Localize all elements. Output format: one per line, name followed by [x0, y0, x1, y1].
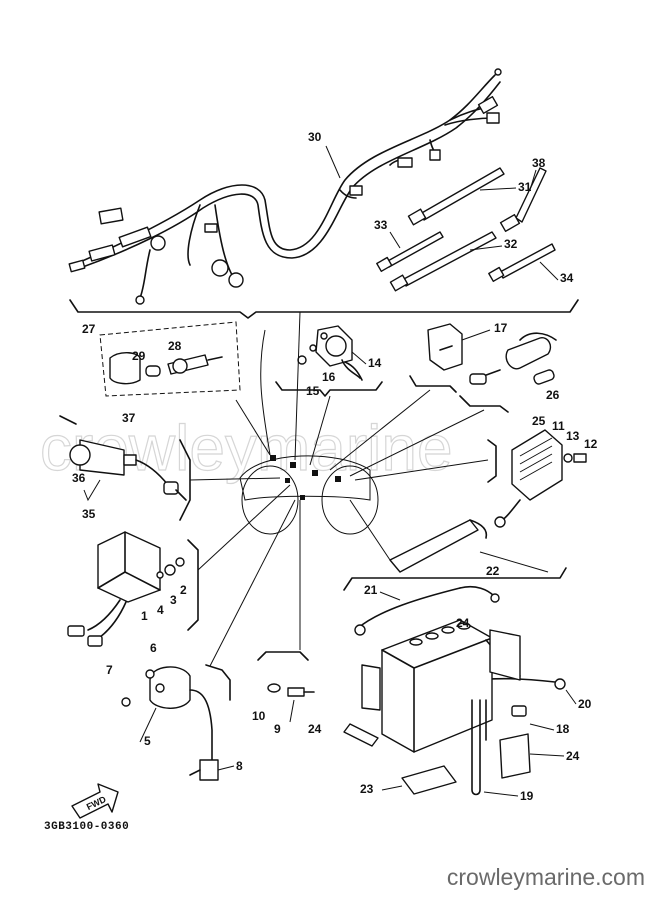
callout-27: 27 — [82, 322, 96, 336]
callout-2: 2 — [180, 583, 187, 597]
cable-ties — [376, 167, 556, 292]
callout-9: 9 — [274, 722, 281, 736]
callout-24b: 24 — [308, 722, 322, 736]
callout-19: 19 — [520, 789, 534, 803]
callout-21: 21 — [364, 583, 378, 597]
callout-34: 34 — [560, 271, 574, 285]
callout-29: 29 — [132, 349, 146, 363]
callout-labels: 1 2 3 4 5 6 7 8 9 10 11 12 13 14 15 16 1… — [72, 130, 598, 803]
callout-10: 10 — [252, 709, 266, 723]
callout-12: 12 — [584, 437, 598, 451]
callout-23: 23 — [360, 782, 374, 796]
callout-15: 15 — [306, 384, 320, 398]
callout-7: 7 — [106, 663, 113, 677]
callout-26: 26 — [546, 388, 560, 402]
callout-38: 38 — [532, 156, 546, 170]
callout-33: 33 — [374, 218, 388, 232]
callout-32: 32 — [504, 237, 518, 251]
wire-harness — [68, 68, 502, 305]
pickup-coil — [121, 664, 231, 781]
callout-24c: 24 — [566, 749, 580, 763]
starter-relay — [275, 325, 383, 397]
callout-22: 22 — [486, 564, 500, 578]
battery-bracket — [343, 519, 567, 591]
callout-17: 17 — [494, 321, 508, 335]
callout-36: 36 — [72, 471, 86, 485]
callout-16: 16 — [322, 370, 336, 384]
callout-5: 5 — [144, 734, 151, 748]
battery-cables — [354, 585, 566, 690]
callout-14: 14 — [368, 356, 382, 370]
callout-24a: 24 — [456, 616, 470, 630]
ignition-coil — [59, 415, 191, 521]
callout-30: 30 — [308, 130, 322, 144]
battery — [381, 619, 527, 796]
callout-28: 28 — [168, 339, 182, 353]
fwd-arrow: FWD — [71, 783, 119, 819]
part-code: 3GB3100-0360 — [44, 821, 130, 833]
neutral-switch — [257, 651, 315, 697]
site-link[interactable]: crowleymarine.com — [446, 864, 645, 890]
rectifier-group — [99, 321, 241, 397]
callout-20: 20 — [578, 697, 592, 711]
callout-13: 13 — [566, 429, 580, 443]
atv-silhouette — [239, 455, 379, 535]
battery-pads — [343, 629, 531, 795]
callout-11: 11 — [552, 419, 565, 433]
voltage-regulator — [487, 429, 587, 528]
callout-8: 8 — [236, 759, 243, 773]
callout-35: 35 — [82, 507, 96, 521]
callout-18: 18 — [556, 722, 570, 736]
callout-6: 6 — [150, 641, 157, 655]
callout-3: 3 — [170, 593, 177, 607]
callout-4: 4 — [157, 603, 164, 617]
cdi-unit — [67, 531, 199, 647]
callout-37: 37 — [122, 411, 136, 425]
callout-leaders — [83, 145, 577, 797]
relay-assembly — [459, 332, 557, 413]
leader-lines — [189, 311, 489, 667]
terminal-cover — [409, 323, 463, 393]
callout-31: 31 — [518, 180, 532, 194]
callout-25: 25 — [532, 414, 546, 428]
callout-1: 1 — [141, 609, 148, 623]
